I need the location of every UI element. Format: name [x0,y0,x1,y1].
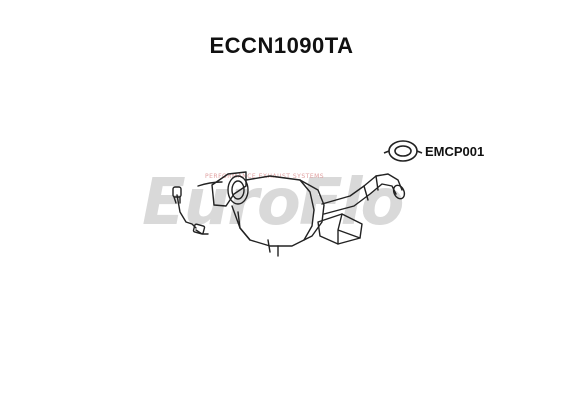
inlet-flange [211,171,247,207]
clamp-ring-icon [383,140,423,162]
sensor-wire [176,194,197,229]
brand-watermark: EuroFlo PERFORMANCE EXHAUST SYSTEMS [142,166,404,240]
catalytic-converter-drawing [172,171,406,257]
sensor-connector [192,223,206,235]
part-number-title: ECCN1090TA [209,33,354,58]
watermark-logo: EuroFlo [142,166,402,240]
sensor-plug [172,186,182,198]
accessory-code: EMCP001 [425,144,484,159]
